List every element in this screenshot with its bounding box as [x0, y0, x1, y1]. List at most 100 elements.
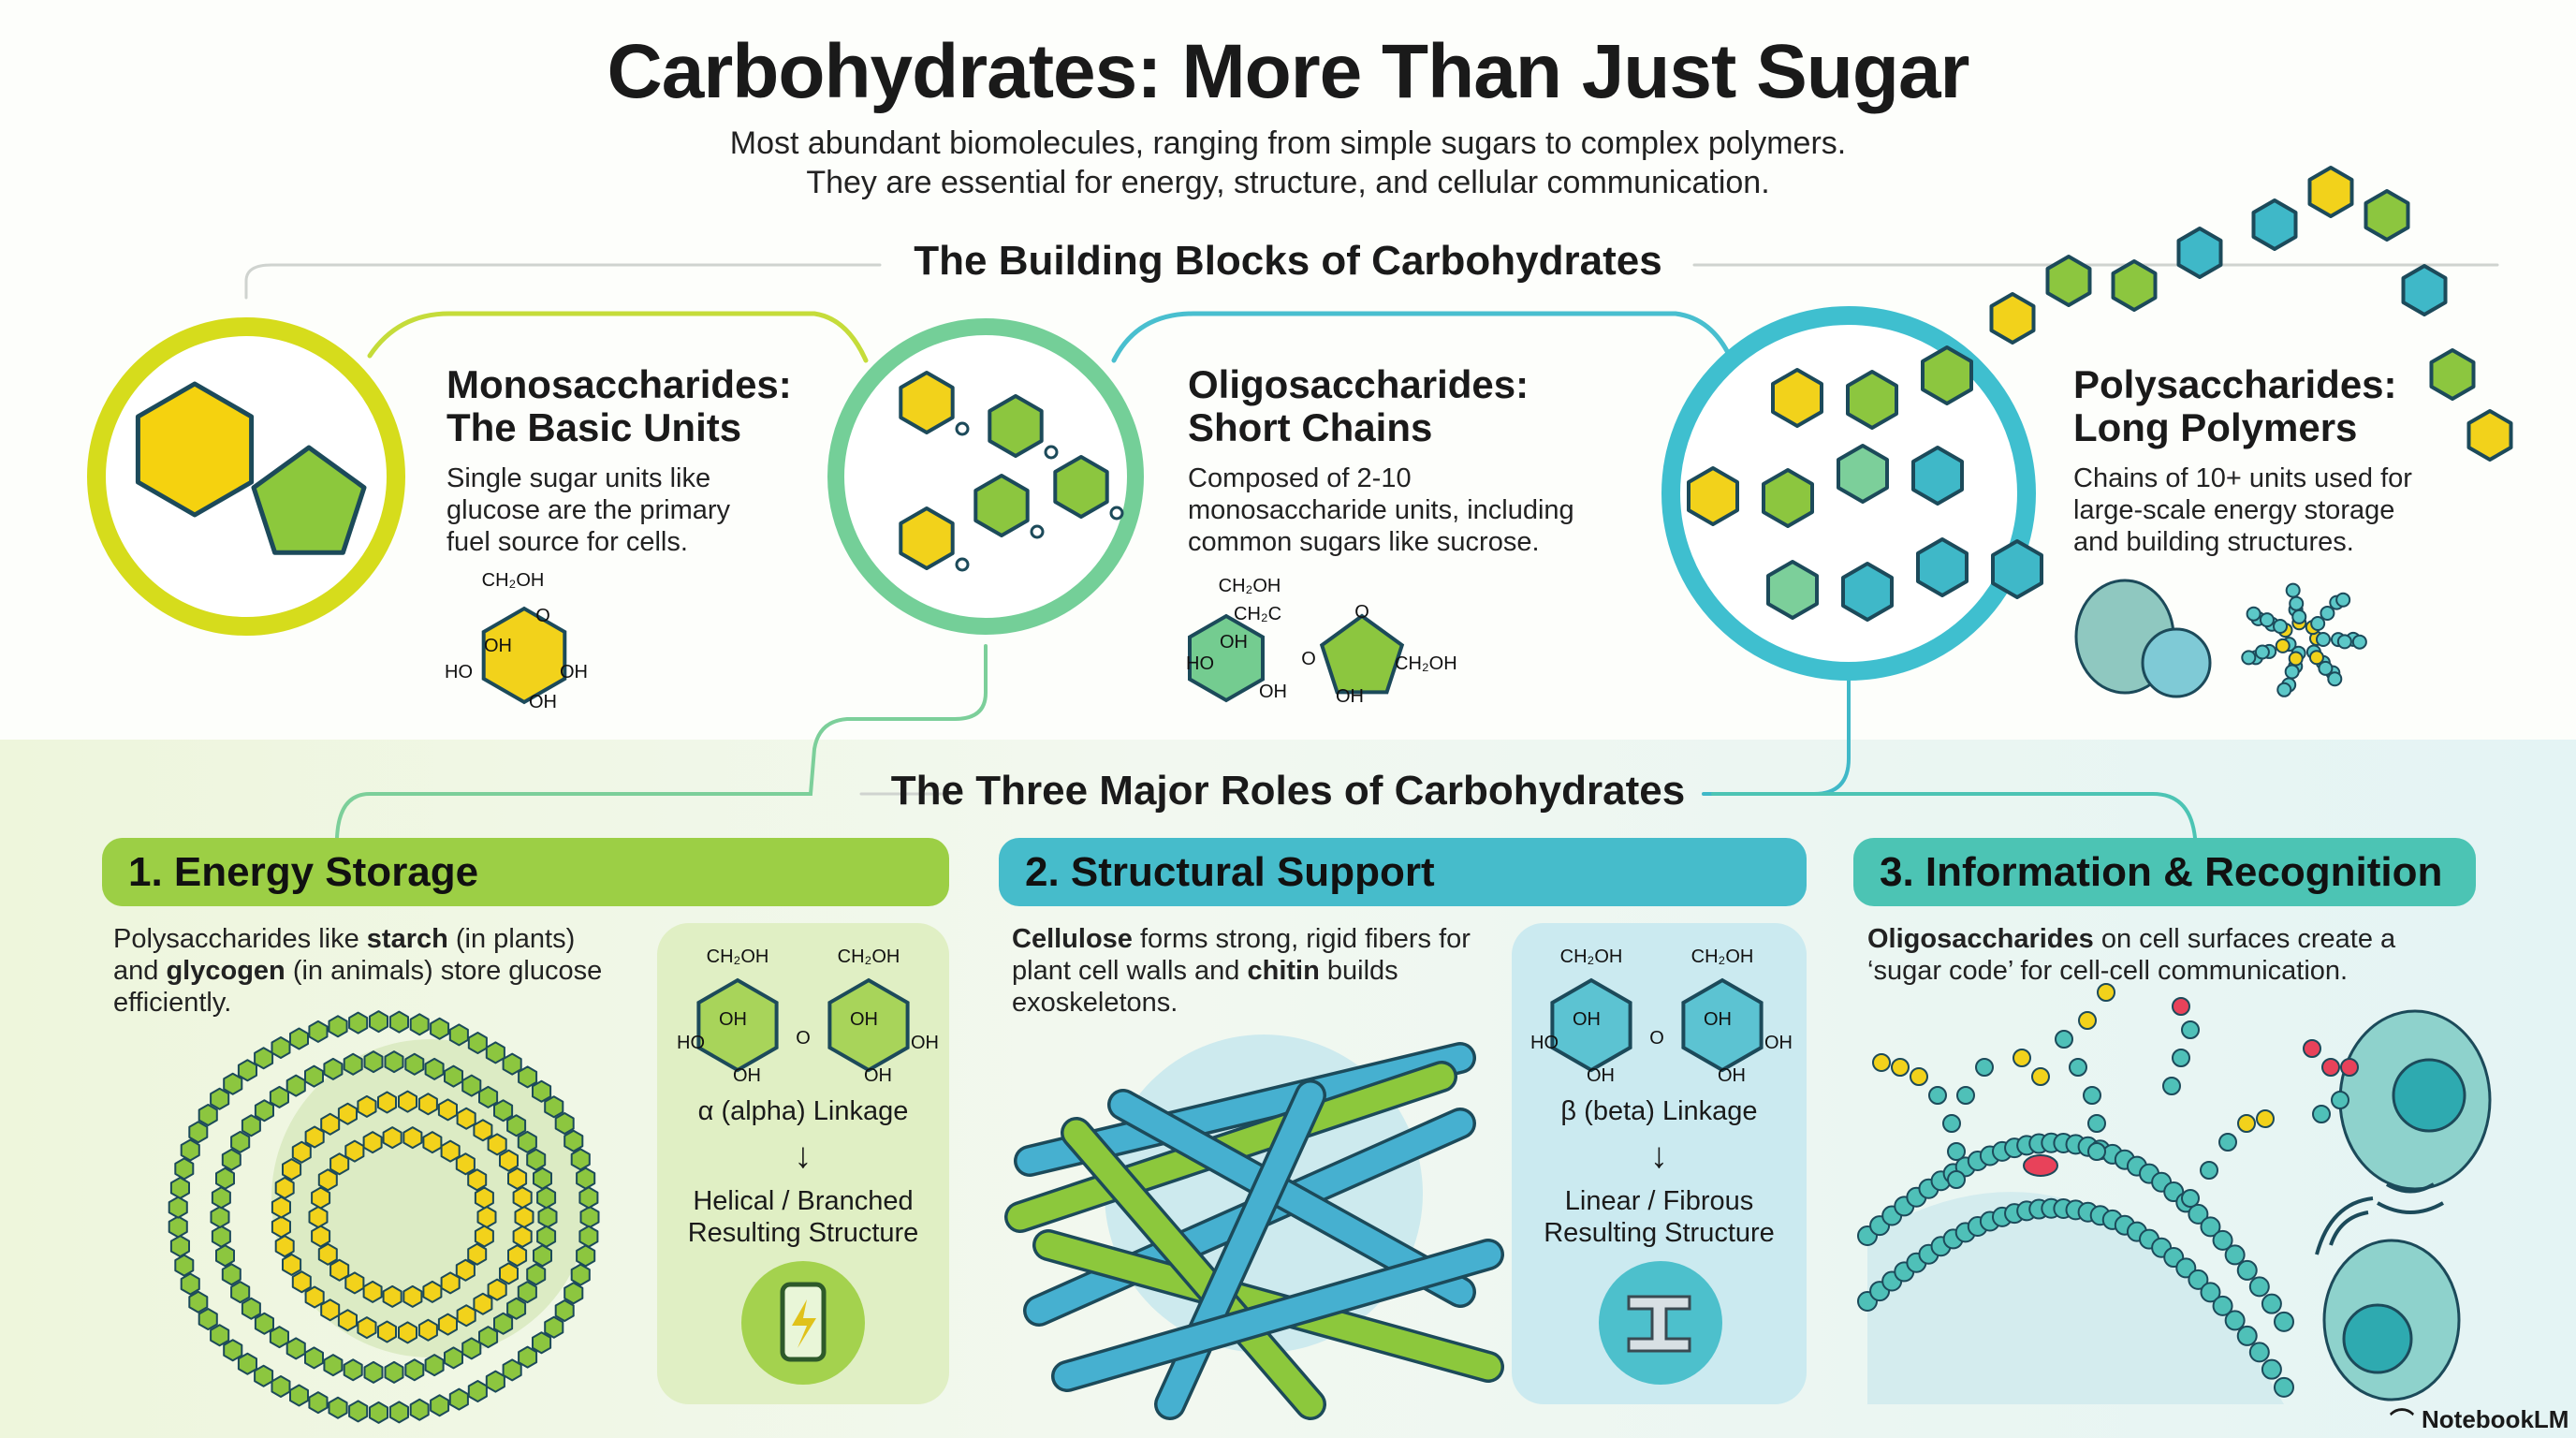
phospholipid-head	[2200, 1216, 2221, 1238]
sugar-bead	[2312, 1105, 2331, 1123]
glycosidic-oxygen	[955, 421, 970, 436]
glycogen-unit	[2276, 682, 2292, 697]
glucose-unit	[369, 1401, 388, 1424]
cellulose-fiber	[1110, 1092, 1473, 1305]
sugar-bead	[2321, 1058, 2340, 1077]
chem-label: OH	[1718, 1065, 1746, 1086]
glucose-unit	[578, 1186, 599, 1210]
glucose-unit	[384, 1360, 404, 1384]
cellulose-fiber-illustration	[1004, 1042, 1504, 1420]
chem-label: O	[1301, 649, 1316, 669]
glucose-unit	[180, 1138, 200, 1162]
beta-linkage-label: β (beta) Linkage	[1560, 1096, 1758, 1126]
glucose-unit	[444, 1346, 463, 1370]
glucose-unit	[271, 1036, 291, 1059]
glycogen-unit	[2288, 651, 2304, 667]
glucose-unit	[348, 1400, 369, 1423]
glucose-unit	[437, 1313, 458, 1336]
hexagon-icon	[135, 381, 255, 518]
glucose-unit	[308, 1206, 329, 1228]
glucose-unit	[343, 1052, 363, 1076]
glycogen-unit	[2284, 664, 2300, 680]
sugar-bead	[2055, 1030, 2073, 1049]
glucose-unit	[502, 1358, 522, 1382]
connector-line	[244, 263, 882, 300]
glucose-unit	[576, 1244, 596, 1268]
glucose-unit	[512, 1225, 533, 1248]
chem-label: HO	[1186, 653, 1214, 674]
sugar-ring-icon	[2401, 264, 2448, 316]
glycogen-unit	[2289, 595, 2305, 611]
glucose-unit	[323, 1057, 344, 1080]
glucose-unit	[517, 1130, 537, 1153]
glucose-unit	[533, 1167, 552, 1190]
glucose-unit	[308, 1020, 329, 1043]
glucose-unit	[210, 1087, 230, 1110]
cell-membrane-illustration	[1857, 983, 2492, 1404]
glycogen-unit	[2335, 592, 2351, 608]
glucose-unit	[254, 1099, 274, 1123]
glucose-unit	[440, 1271, 461, 1295]
sugar-bead	[1872, 1053, 1891, 1072]
glucose-unit	[388, 1010, 409, 1034]
glycosidic-oxygen	[955, 557, 970, 572]
glucose-unit	[304, 1346, 324, 1370]
nucleus-icon	[2392, 1058, 2466, 1133]
sugar-ring-icon	[899, 506, 955, 570]
glucose-unit	[554, 1112, 575, 1135]
glucose-unit	[198, 1308, 218, 1330]
phospholipid-head	[2261, 1293, 2282, 1314]
glycosidic-oxygen	[1044, 445, 1059, 460]
glucose-unit	[289, 1027, 309, 1050]
sugar-bead	[2083, 1086, 2101, 1105]
oligosaccharides-term: Oligosaccharides	[1867, 924, 2094, 954]
glucose-unit	[404, 1358, 425, 1382]
sugar-ring-icon	[696, 977, 779, 1073]
chem-label: OH	[1704, 1009, 1732, 1030]
glucose-unit	[437, 1098, 458, 1122]
granule-icon	[2141, 627, 2212, 698]
glycogen-unit	[2336, 634, 2352, 650]
glucose-unit	[221, 1148, 242, 1171]
glucose-unit	[448, 1387, 469, 1411]
cellulose-term: Cellulose	[1012, 924, 1133, 954]
glucose-unit	[485, 1370, 505, 1393]
glucose-unit	[544, 1315, 564, 1339]
building-blocks-heading: The Building Blocks of Carbohydrates	[914, 238, 1662, 284]
glucose-unit	[230, 1130, 251, 1153]
glycogen-unit	[2273, 618, 2289, 634]
sugar-ring-icon	[899, 371, 955, 434]
connector-line	[1711, 792, 2197, 840]
glucose-unit	[382, 1126, 402, 1150]
glucose-unit	[174, 1157, 195, 1181]
sugar-bead	[2331, 1091, 2349, 1109]
sugar-bead	[2172, 997, 2190, 1016]
glucose-unit	[422, 1131, 443, 1154]
chem-label: CH₂OH	[707, 946, 769, 967]
sugar-bead	[1910, 1067, 1928, 1086]
glucose-unit	[223, 1072, 243, 1095]
glucose-unit	[485, 1041, 505, 1064]
glucose-unit	[274, 1176, 295, 1199]
chem-label: OH	[1764, 1033, 1793, 1053]
glucose-unit	[282, 1253, 302, 1276]
glucose-unit	[210, 1324, 230, 1347]
sugar-bead	[1891, 1058, 1910, 1077]
sugar-ring-icon	[2466, 409, 2513, 462]
sugar-bead	[2162, 1077, 2181, 1095]
arrow-down-icon: ↓	[1650, 1137, 1668, 1176]
chem-label: CH₂OH	[1560, 946, 1623, 967]
chem-label: CH₂OH	[838, 946, 900, 967]
glucose-unit	[564, 1129, 584, 1152]
glucose-unit	[304, 1125, 325, 1149]
glycosidic-oxygen	[1109, 506, 1124, 521]
pentagon-icon	[251, 445, 367, 555]
glucose-unit	[499, 1149, 519, 1172]
sugar-ring-icon	[1916, 537, 1969, 597]
mono-body-line: Single sugar units like	[446, 463, 711, 493]
glucose-unit	[169, 1176, 190, 1199]
glucose-unit	[169, 1235, 190, 1258]
